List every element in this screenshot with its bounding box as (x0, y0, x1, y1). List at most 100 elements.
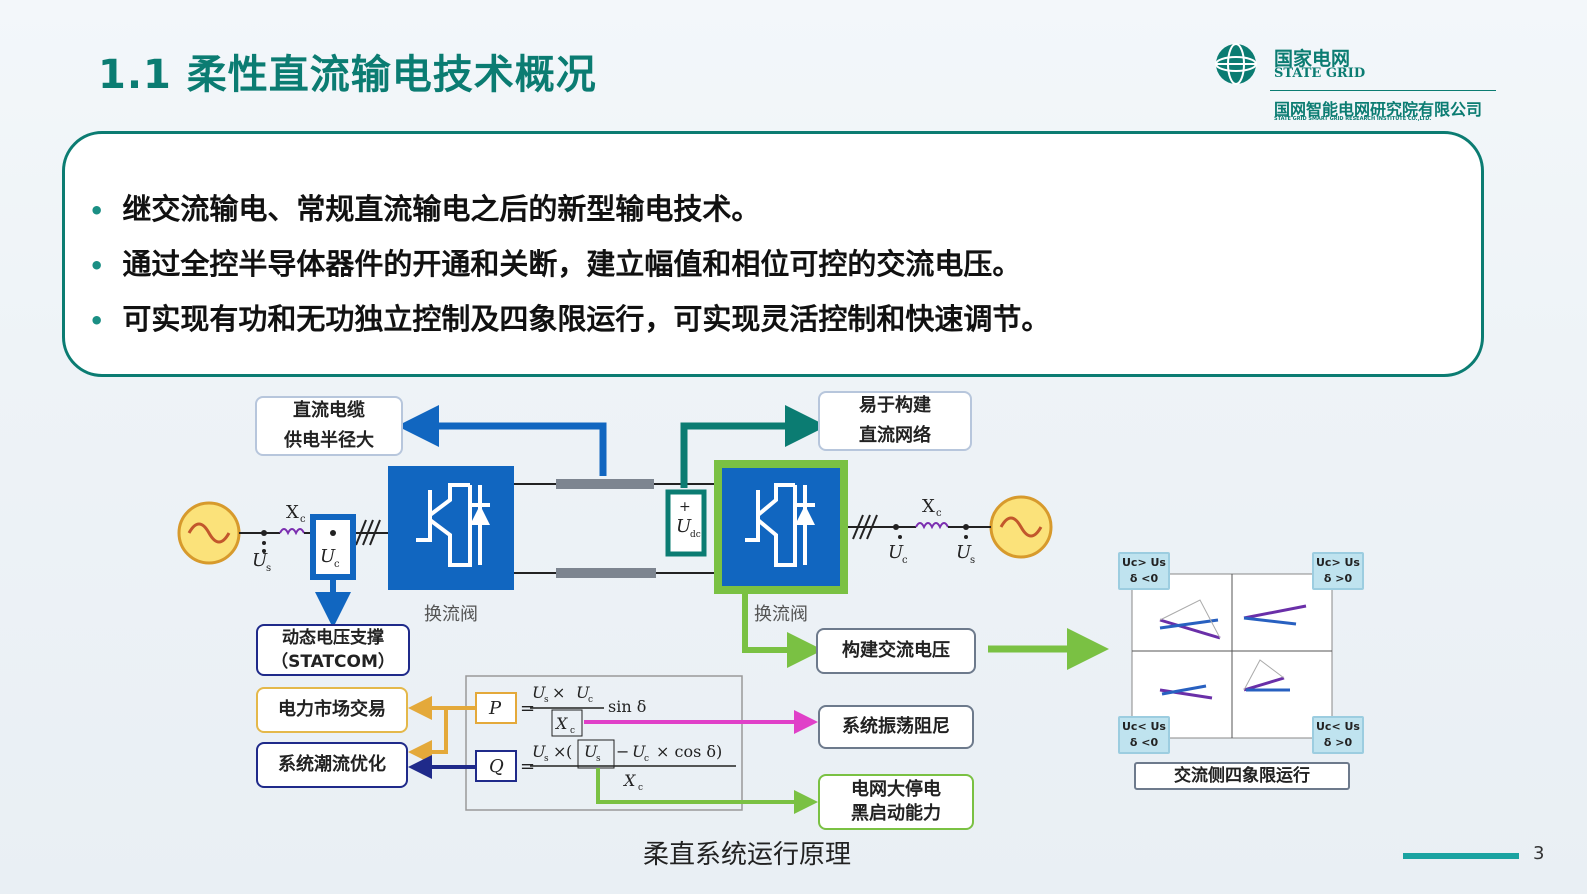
label-line: Uc> Us (1122, 556, 1166, 569)
svg-text:−: − (616, 742, 629, 761)
label-line: Uc> Us (1316, 556, 1360, 569)
quadrant-tag-bl: Uc< Us δ <0 (1118, 716, 1170, 754)
svg-text:c: c (936, 508, 942, 519)
svg-text:×: × (552, 683, 565, 702)
svg-text:s: s (266, 563, 271, 574)
bullet-text: 继交流输电、常规直流输电之后的新型输电技术。 (122, 192, 761, 226)
label-line: δ <0 (1129, 572, 1159, 585)
bullet-text: 通过全控半导体器件的开通和关断，建立幅值和相位可控的交流电压。 (122, 247, 1022, 281)
state-grid-logo: 国家电网 STATE GRID 国网智能电网研究院有限公司 STATE GRID… (1214, 42, 1504, 124)
label-build-ac-voltage: 构建交流电压 (816, 628, 976, 674)
svg-text:dc: dc (690, 530, 701, 540)
label-line: δ >0 (1323, 572, 1353, 585)
svg-text:c: c (588, 695, 593, 705)
quadrant-chart (1131, 573, 1333, 739)
label-statcom: 动态电压支撑 （STATCOM） (256, 624, 410, 676)
svg-text:U: U (632, 742, 646, 761)
label-line: 直流网络 (859, 425, 931, 446)
svg-text:U: U (576, 683, 590, 702)
svg-text:c: c (902, 555, 908, 566)
svg-text:=: = (520, 698, 535, 719)
page-indicator-bar (1403, 853, 1519, 859)
logo-name: 国家电网 (1274, 48, 1351, 70)
bullet-item: • 可实现有功和无功独立控制及四象限运行，可实现灵活控制和快速调节。 (89, 296, 1050, 338)
logo-institute-english: STATE GRID SMART GRID RESEARCH INSTITUTE… (1274, 116, 1432, 122)
svg-text:× cos δ): × cos δ) (656, 742, 722, 761)
bullet-dot-icon: • (89, 307, 105, 335)
valve-left-label: 换流阀 (424, 604, 478, 625)
arrow-network (680, 405, 827, 488)
svg-text:X: X (922, 496, 935, 517)
svg-text:U: U (676, 516, 692, 537)
svg-text:X: X (286, 502, 299, 523)
converter-valve-right-icon (714, 460, 848, 594)
label-line: Uc< Us (1122, 720, 1166, 733)
label-power-market: 电力市场交易 (256, 687, 408, 733)
svg-text:(: ( (566, 742, 572, 761)
svg-text:c: c (334, 559, 340, 570)
bullet-item: • 继交流输电、常规直流输电之后的新型输电技术。 (89, 186, 760, 228)
label-line: Uc< Us (1316, 720, 1360, 733)
label-line: 黑启动能力 (851, 803, 941, 824)
svg-text:c: c (570, 726, 575, 736)
bullet-item: • 通过全控半导体器件的开通和关断，建立幅值和相位可控的交流电压。 (89, 241, 1021, 283)
quadrant-tag-br: Uc< Us δ >0 (1312, 716, 1364, 754)
quadrant-tag-tl: Uc> Us δ <0 (1118, 552, 1170, 590)
label-line: δ >0 (1323, 736, 1353, 749)
svg-text:X: X (554, 714, 568, 733)
logo-divider (1270, 90, 1496, 91)
label-line: 易于构建 (859, 395, 931, 416)
svg-text:s: s (544, 695, 549, 705)
label-dc-cable: 直流电缆 供电半径大 (255, 396, 403, 456)
statcom-measure-box: Uc (310, 514, 356, 628)
svg-text:s: s (544, 754, 549, 764)
label-power-flow: 系统潮流优化 (256, 742, 408, 788)
svg-text:s: s (596, 754, 601, 764)
label-four-quadrant: 交流侧四象限运行 (1134, 762, 1350, 790)
ac-source-right-icon (989, 495, 1053, 559)
logo-institute: 国网智能电网研究院有限公司 (1274, 100, 1483, 119)
svg-text:P: P (488, 698, 502, 719)
arrow-flow-gold (408, 708, 448, 764)
label-black-start: 电网大停电 黑启动能力 (818, 774, 974, 830)
svg-text:U: U (956, 542, 972, 563)
dc-voltage-box: + Udc (665, 489, 707, 557)
figure-caption: 柔直系统运行原理 (643, 840, 852, 870)
svg-text:U: U (532, 742, 546, 761)
svg-text:c: c (638, 783, 643, 793)
page-title: 1.1 柔性直流输电技术概况 (98, 52, 597, 98)
svg-text:U: U (532, 683, 546, 702)
svg-text:U: U (888, 542, 904, 563)
converter-valve-left-icon (388, 466, 514, 590)
arrow-build-ac (742, 594, 823, 668)
label-line: δ <0 (1129, 736, 1159, 749)
bullet-dot-icon: • (89, 197, 105, 225)
arrow-cable (397, 405, 607, 476)
svg-text:U: U (584, 742, 598, 761)
svg-text:Q: Q (489, 756, 504, 777)
quadrant-tag-tr: Uc> Us δ >0 (1312, 552, 1364, 590)
label-line: （STATCOM） (271, 652, 395, 672)
globe-icon (1215, 43, 1257, 85)
svg-text:s: s (970, 555, 975, 566)
valve-right-label: 换流阀 (754, 604, 808, 625)
svg-text:=: = (520, 756, 535, 777)
label-oscillation-damping: 系统振荡阻尼 (818, 705, 974, 749)
svg-text:×: × (553, 742, 566, 761)
svg-text:U: U (320, 546, 336, 567)
ac-source-left-icon (177, 501, 241, 565)
bullet-text: 可实现有功和无功独立控制及四象限运行，可实现灵活控制和快速调节。 (122, 302, 1051, 336)
bullet-dot-icon: • (89, 252, 105, 280)
label-line: 直流电缆 (293, 400, 365, 421)
svg-text:U: U (252, 550, 268, 571)
summary-box: • 继交流输电、常规直流输电之后的新型输电技术。 • 通过全控半导体器件的开通和关断… (62, 131, 1484, 377)
label-line: 供电半径大 (284, 430, 374, 451)
page-number: 3 (1533, 843, 1545, 864)
label-dc-network: 易于构建 直流网络 (818, 391, 972, 451)
label-line: 电网大停电 (851, 779, 941, 800)
svg-text:+: + (679, 499, 691, 515)
arrow-blackstart (596, 768, 818, 814)
svg-text:sin δ: sin δ (608, 697, 646, 716)
